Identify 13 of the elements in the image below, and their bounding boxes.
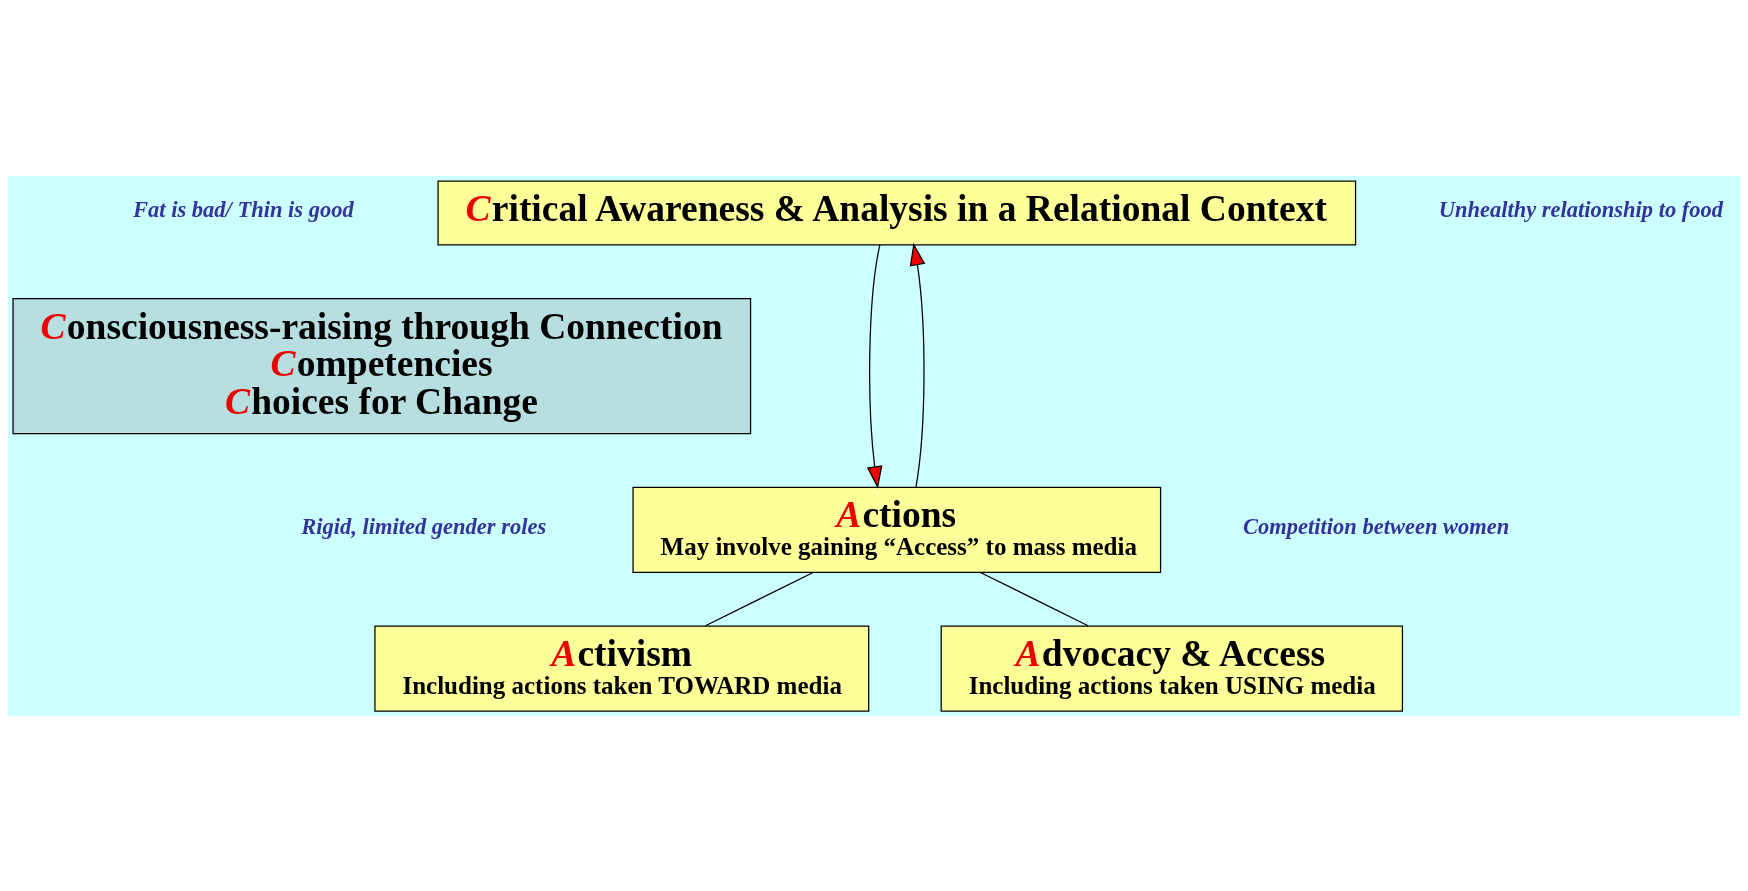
connector bbox=[979, 571, 1089, 626]
label: Unhealthy relationship to food bbox=[1438, 196, 1724, 222]
node-box: Activism Including actions taken TOWARD media bbox=[374, 624, 870, 712]
label: Rigid, limited gender roles bbox=[301, 513, 547, 539]
label: Fat is bad/ Thin is good bbox=[133, 196, 354, 222]
node-box: Advocacy & Access Including actions taken USING media bbox=[940, 624, 1404, 712]
arrow bbox=[866, 243, 883, 489]
node-box: Consciousness-raising through Connection Competencies Choices for Change bbox=[12, 297, 752, 434]
node-box: Critical Awareness & Analysis in a Relational Context bbox=[437, 179, 1357, 245]
connector bbox=[704, 571, 814, 626]
node-box: Actions May involve gaining “Access” to mass media bbox=[632, 486, 1162, 573]
label: Competition between women bbox=[1243, 513, 1510, 539]
arrow bbox=[909, 242, 926, 487]
